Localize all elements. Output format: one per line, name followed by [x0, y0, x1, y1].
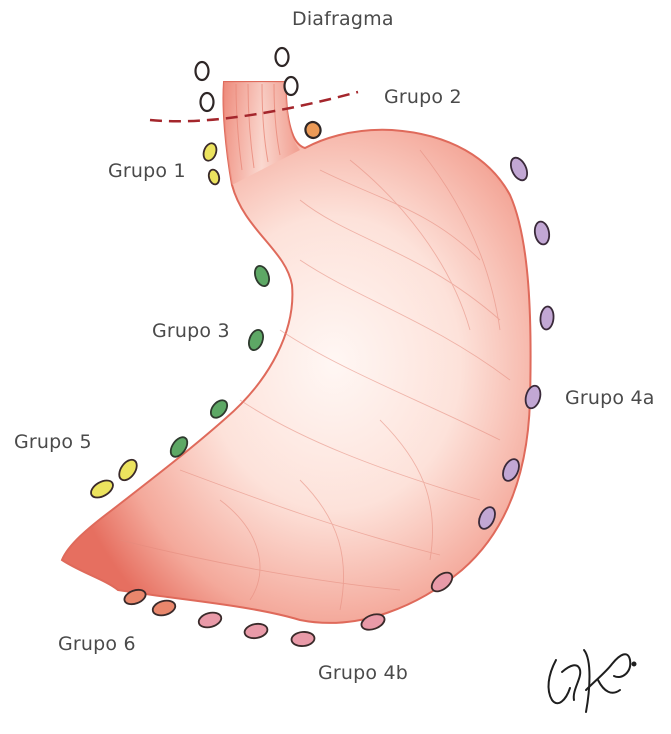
label-grupo-6: Grupo 6: [58, 633, 136, 655]
lymph-node: [196, 62, 209, 80]
label-grupo-2: Grupo 2: [384, 86, 462, 108]
label-diafragma: Diafragma: [292, 8, 394, 30]
lymph-node: [201, 141, 218, 162]
lymph-node: [243, 622, 268, 640]
label-grupo-1: Grupo 1: [108, 160, 186, 182]
lymph-node: [151, 598, 177, 617]
lymph-node: [508, 155, 531, 183]
label-grupo-3: Grupo 3: [152, 320, 230, 342]
lymph-node: [291, 631, 315, 647]
lymph-node: [116, 457, 141, 484]
lymph-node: [88, 477, 116, 501]
lymph-node: [207, 168, 221, 185]
lymph-node: [197, 610, 223, 629]
artist-signature: [549, 650, 636, 712]
lymph-node: [246, 328, 265, 352]
lymph-node: [540, 306, 555, 330]
lymph-node: [201, 93, 214, 111]
lymph-node: [276, 48, 289, 66]
lymph-node: [252, 264, 271, 288]
lymph-node: [303, 120, 323, 140]
label-grupo-5: Grupo 5: [14, 431, 92, 453]
label-grupo-4a: Grupo 4a: [565, 387, 655, 409]
grupo1-nodes: [201, 141, 220, 185]
label-grupo-4b: Grupo 4b: [318, 662, 408, 684]
lymph-node: [533, 220, 551, 245]
lymph-node: [285, 77, 298, 95]
